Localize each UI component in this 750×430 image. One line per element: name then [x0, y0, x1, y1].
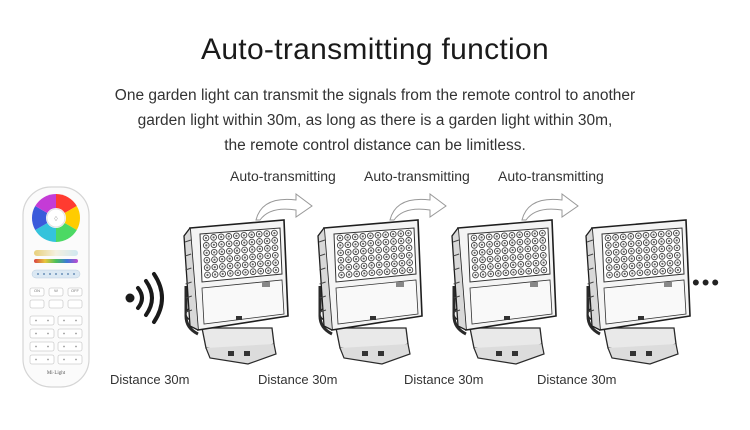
curved-arrow-icon: [521, 193, 579, 221]
remote-button-w: W: [54, 288, 58, 293]
remote-button-off: OFF: [71, 288, 79, 293]
auto-transmitting-label-1: Auto-transmitting: [230, 168, 336, 184]
description-line-3: the remote control distance can be limit…: [224, 137, 526, 154]
distance-label-4: Distance 30m: [537, 372, 617, 387]
garden-light: [585, 219, 691, 365]
garden-light: [451, 219, 557, 365]
remote-control: ◊: [22, 186, 90, 388]
remote-button-on: ON: [34, 288, 40, 293]
more-ellipsis: •••: [692, 270, 722, 295]
distance-label-1: Distance 30m: [110, 372, 190, 387]
curved-arrow-icon: [255, 193, 313, 221]
distance-label-2: Distance 30m: [258, 372, 338, 387]
remote-brand-logo: Mi·Light: [46, 371, 66, 376]
description: One garden light can transmit the signal…: [0, 83, 750, 158]
svg-text:◊: ◊: [54, 216, 58, 223]
distance-label-3: Distance 30m: [404, 372, 484, 387]
wireless-signal-icon: [125, 272, 164, 324]
page-title: Auto-transmitting function: [201, 33, 549, 66]
description-line-1: One garden light can transmit the signal…: [114, 87, 636, 104]
garden-light: [183, 219, 289, 365]
description-line-2: garden light within 30m, as long as ther…: [137, 112, 613, 129]
curved-arrow-icon: [389, 193, 447, 221]
garden-light: [317, 219, 423, 365]
auto-transmitting-label-3: Auto-transmitting: [498, 168, 604, 184]
auto-transmitting-label-2: Auto-transmitting: [364, 168, 470, 184]
